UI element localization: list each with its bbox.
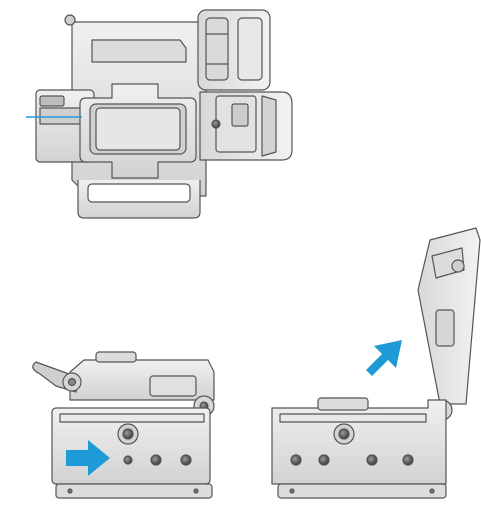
lift-arrow [366, 340, 402, 376]
cleaver-side-view-open [271, 227, 481, 499]
cleaver-side-view-closed [32, 351, 215, 499]
cleaver-top-view [26, 9, 293, 219]
insert-arrow [66, 440, 110, 476]
